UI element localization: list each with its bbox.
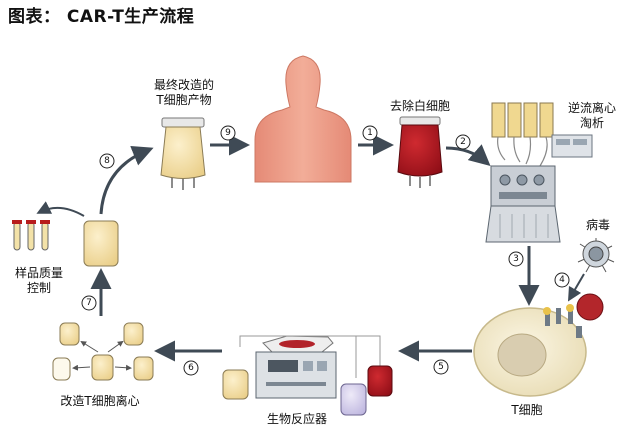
arrow-step-2 — [445, 144, 491, 166]
patient-body — [254, 55, 352, 183]
arrow-step-8 — [99, 145, 154, 215]
t-cell-label: T细胞 — [511, 403, 543, 417]
step-3-number: 3 — [513, 254, 519, 264]
final-product-label-line1: 最终改造的 — [153, 78, 214, 92]
step-8-number: 8 — [104, 156, 110, 166]
step-2-badge: 2 — [455, 134, 471, 150]
arrow-sample-tubes — [36, 201, 85, 217]
final-product-label: 最终改造的 T细胞产物 — [144, 78, 224, 108]
bioreactor-cream-bag — [222, 369, 249, 400]
bioreactor-label: 生物反应器 — [266, 412, 327, 426]
page-title: 图表： CAR-T生产流程 — [8, 7, 195, 27]
t-cell — [473, 293, 604, 397]
step-9-badge: 9 — [220, 125, 236, 141]
virus-label: 病毒 — [585, 218, 610, 232]
sample-quality-label-line1: 样品质量 — [14, 266, 63, 280]
apheresis-machine — [485, 102, 593, 243]
final-product-label-line2: T细胞产物 — [156, 93, 212, 107]
sample-qc-bag — [83, 220, 119, 267]
step-6-badge: 6 — [183, 360, 199, 376]
step-2-number: 2 — [460, 137, 466, 147]
step-markers: 9 1 2 3 4 5 6 7 8 — [81, 125, 570, 376]
step-5-badge: 5 — [433, 359, 449, 375]
leukocyte-bag — [397, 116, 443, 188]
apheresis-label-line2: 淘析 — [579, 116, 604, 130]
step-4-number: 4 — [559, 275, 565, 285]
sample-tubes — [12, 220, 50, 251]
apheresis-label: 逆流离心 淘析 — [562, 101, 622, 131]
step-3-badge: 3 — [508, 251, 524, 267]
sample-quality-label: 样品质量 控制 — [6, 266, 72, 296]
step-1-number: 1 — [367, 128, 373, 138]
arrow-step-4 — [567, 273, 585, 302]
step-1-badge: 1 — [362, 125, 378, 141]
sample-quality-label-line2: 控制 — [26, 281, 51, 295]
virus-icon — [577, 238, 615, 273]
leukocyte-removal-label: 去除白细胞 — [389, 99, 450, 113]
step-7-badge: 7 — [81, 295, 97, 311]
modified-centrifuge-label: 改造T细胞离心 — [60, 394, 140, 408]
bioreactor-red-bag — [367, 365, 393, 397]
step-7-number: 7 — [86, 298, 92, 308]
apheresis-label-line1: 逆流离心 — [567, 101, 616, 115]
bioreactor-lilac-bag — [340, 383, 367, 416]
modified-cell-bags — [52, 322, 154, 381]
bioreactor — [239, 335, 381, 399]
step-5-number: 5 — [438, 362, 444, 372]
step-4-badge: 4 — [554, 272, 570, 288]
final-product-bag — [160, 117, 206, 190]
step-9-number: 9 — [225, 128, 231, 138]
step-6-number: 6 — [188, 363, 194, 373]
step-8-badge: 8 — [99, 153, 115, 169]
